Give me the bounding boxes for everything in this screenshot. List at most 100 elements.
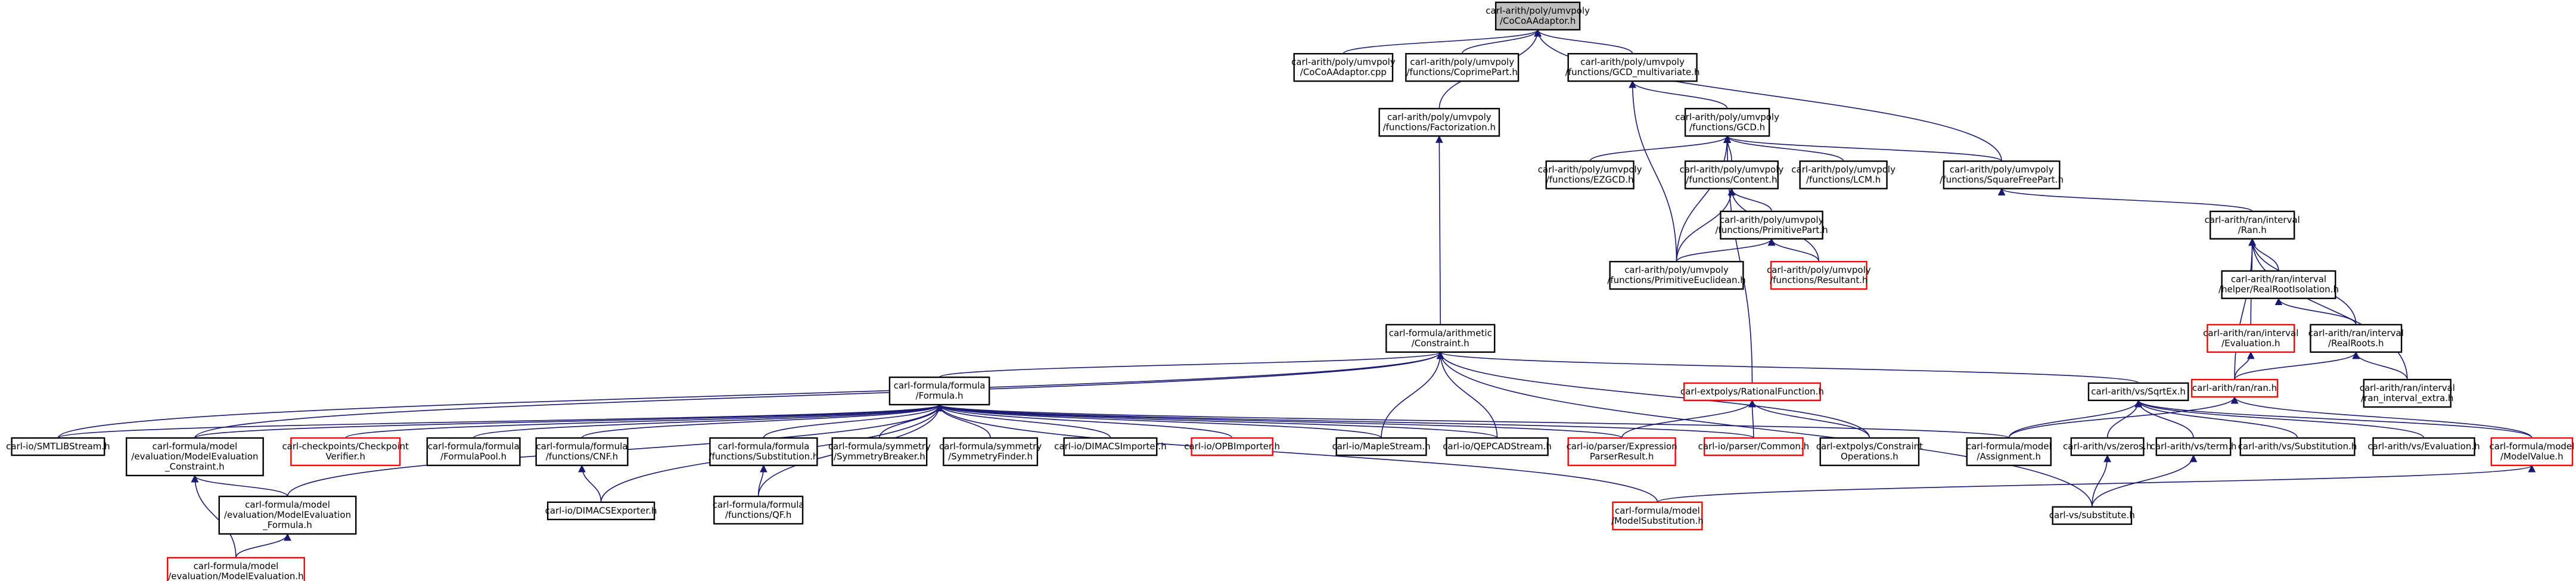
node-realroots[interactable]: carl-arith/ran/interval/RealRoots.h <box>2308 324 2404 353</box>
node-box <box>709 437 818 467</box>
node-box <box>2190 378 2279 398</box>
node-constraint[interactable]: carl-formula/arithmetic/Constraint.h <box>1385 324 1496 353</box>
node-common[interactable]: carl-io/parser/Common.h <box>1698 437 1810 456</box>
edge-meformula-to-modeleval <box>235 533 291 558</box>
node-primeuclid[interactable]: carl-arith/poly/umvpoly/functions/Primit… <box>1607 260 1746 290</box>
node-label: carl-arith/poly/umvpoly <box>1580 57 1685 67</box>
edge-formula-to-meconstraint <box>194 403 943 439</box>
node-label: carl-extpolys/RationalFunction.h <box>1680 386 1824 397</box>
node-label: carl-formula/formula <box>713 499 804 510</box>
node-label: /SymmetryFinder.h <box>948 451 1033 462</box>
edge-formula-to-opbimp <box>936 403 1233 439</box>
node-label: /evaluation/ModelEvaluation <box>131 451 258 462</box>
edge-realrootiso-to-realroots <box>2274 297 2357 325</box>
node-label: carl-io/parser/Expression <box>1567 441 1677 452</box>
node-modeleval[interactable]: carl-formula/model/evaluation/ModelEvalu… <box>167 557 305 581</box>
node-label: /SymmetryBreaker.h <box>834 451 925 462</box>
edge-gcd-to-lcm <box>1723 135 1844 161</box>
node-coprime[interactable]: carl-arith/poly/umvpoly/functions/Coprim… <box>1405 52 1520 82</box>
node-label: carl-extpolys/Constraint <box>1816 441 1923 452</box>
node-box <box>1494 1 1581 31</box>
node-box <box>2052 506 2133 525</box>
node-term[interactable]: carl-arith/vs/term.h <box>2151 437 2237 456</box>
node-symbreaker[interactable]: carl-formula/symmetry/SymmetryBreaker.h <box>828 437 931 467</box>
node-box <box>1770 260 1867 290</box>
node-label: carl-formula/model <box>153 441 238 452</box>
dependency-edges <box>57 29 2535 558</box>
edge-formula-to-formulapool <box>473 403 943 439</box>
edge-formula-to-checkpoint <box>344 403 943 439</box>
node-root[interactable]: carl-arith/poly/umvpoly/CoCoAAdaptor.h <box>1486 1 1590 31</box>
node-dimacsexp[interactable]: carl-io/DIMACSExporter.h <box>545 501 657 520</box>
node-cnf[interactable]: carl-formula/formula/functions/CNF.h <box>535 437 629 467</box>
node-substitution[interactable]: carl-formula/formula/functions/Substitut… <box>709 437 818 467</box>
edge-sqrtex-to-assignment <box>2008 399 2142 439</box>
node-box <box>1545 160 1635 189</box>
node-label: carl-arith/vs/Substitution.h <box>2238 441 2357 452</box>
node-ezgcd[interactable]: carl-arith/poly/umvpoly/functions/EZGCD.… <box>1538 160 1642 189</box>
node-label: /evaluation/ModelEvaluation <box>224 509 351 520</box>
node-label: carl-arith/ran/interval <box>2203 328 2298 338</box>
node-resultant[interactable]: carl-arith/poly/umvpoly/functions/Result… <box>1767 260 1871 290</box>
edge-constraint-to-qepcad <box>1436 351 1498 439</box>
node-label: carl-arith/vs/zeros.h <box>2063 441 2152 452</box>
node-maple[interactable]: carl-io/MapleStream.h <box>1332 437 1431 456</box>
node-dimacsimp[interactable]: carl-io/DIMACSImporter.h <box>1054 437 1167 456</box>
node-vseval[interactable]: carl-arith/vs/Evaluation.h <box>2367 437 2480 456</box>
node-modelvalue[interactable]: carl-formula/model/ModelValue.h <box>2490 437 2575 467</box>
node-label: carl-arith/ran/interval <box>2231 274 2326 285</box>
node-zeros[interactable]: carl-arith/vs/zeros.h <box>2063 437 2152 456</box>
node-content[interactable]: carl-arith/poly/umvpoly/functions/Conten… <box>1680 160 1784 189</box>
edge-constraint-to-smtlib <box>57 351 1444 439</box>
node-box <box>2310 324 2403 353</box>
node-realrootiso[interactable]: carl-arith/ran/interval/helper/RealRootI… <box>2218 270 2339 299</box>
node-assignment[interactable]: carl-formula/model/Assignment.h <box>1966 437 2052 467</box>
node-box <box>290 437 401 467</box>
node-label: carl-arith/poly/umvpoly <box>1410 57 1514 67</box>
node-modelsubst[interactable]: carl-formula/model/ModelSubstitution.h <box>1611 501 1704 530</box>
node-primitivepart[interactable]: carl-arith/poly/umvpoly/functions/Primit… <box>1715 210 1828 240</box>
node-formula[interactable]: carl-formula/formula/Formula.h <box>888 376 990 406</box>
node-label: /functions/QF.h <box>725 509 792 520</box>
edge-constraint-to-sqrtex <box>1437 351 2139 384</box>
node-sqrtex[interactable]: carl-arith/vs/SqrtEx.h <box>2087 382 2189 402</box>
node-label: /FormulaPool.h <box>440 451 507 462</box>
node-ratfunc[interactable]: carl-extpolys/RationalFunction.h <box>1680 382 1824 402</box>
node-qf[interactable]: carl-formula/formula/functions/QF.h <box>713 495 804 525</box>
node-ranextra[interactable]: carl-arith/ran/interval/ran_interval_ext… <box>2360 378 2455 408</box>
node-smtlib[interactable]: carl-io/SMTLIBStream.h <box>6 437 110 456</box>
node-lcm[interactable]: carl-arith/poly/umvpoly/functions/LCM.h <box>1791 160 1896 189</box>
node-box <box>2070 437 2145 456</box>
node-qepcad[interactable]: carl-io/QEPCADStream.h <box>1443 437 1552 456</box>
node-vssubstitute[interactable]: carl-vs/substitute.h <box>2049 506 2135 525</box>
node-label: /functions/GCD.h <box>1689 122 1765 132</box>
node-ran[interactable]: carl-arith/ran/interval/Ran.h <box>2205 210 2300 240</box>
edge-root-to-cocoa_cpp <box>1343 29 1542 54</box>
node-vssubst[interactable]: carl-arith/vs/Substitution.h <box>2238 437 2357 456</box>
node-meconstraint[interactable]: carl-formula/model/evaluation/ModelEvalu… <box>125 437 264 477</box>
node-meformula[interactable]: carl-formula/model/evaluation/ModelEvalu… <box>218 495 357 535</box>
node-evaluation[interactable]: carl-arith/ran/interval/Evaluation.h <box>2203 324 2298 353</box>
node-label: /Ran.h <box>2238 225 2267 235</box>
node-label: carl-arith/ran/interval <box>2205 215 2300 225</box>
node-box <box>218 495 357 535</box>
node-factorization[interactable]: carl-arith/poly/umvpoly/functions/Factor… <box>1378 108 1500 137</box>
node-ranh[interactable]: carl-arith/ran/ran.h <box>2190 378 2279 398</box>
node-formulapool[interactable]: carl-formula/formula/FormulaPool.h <box>426 437 521 467</box>
node-box <box>1704 437 1804 456</box>
node-opbimp[interactable]: carl-io/OPBImporter.h <box>1184 437 1280 456</box>
node-label: ParserResult.h <box>1590 451 1654 462</box>
edge-gcd-to-primeuclid <box>1676 135 1732 262</box>
node-cocoa_cpp[interactable]: carl-arith/poly/umvpoly/CoCoAAdaptor.cpp <box>1291 52 1396 82</box>
node-gcd[interactable]: carl-arith/poly/umvpoly/functions/GCD.h <box>1675 108 1779 137</box>
edge-formula-to-dimacsimp <box>936 403 1111 439</box>
edge-sqrtex-to-modelvalue <box>2134 399 2533 439</box>
edge-factorization-to-constraint <box>1435 135 1443 325</box>
node-label: carl-arith/poly/umvpoly <box>1486 5 1590 16</box>
node-squarefree[interactable]: carl-arith/poly/umvpoly/functions/Square… <box>1940 160 2064 189</box>
node-symfinder[interactable]: carl-formula/symmetry/SymmetryFinder.h <box>939 437 1042 467</box>
node-gcd_multi[interactable]: carl-arith/poly/umvpoly/functions/GCD_mu… <box>1565 52 1700 82</box>
